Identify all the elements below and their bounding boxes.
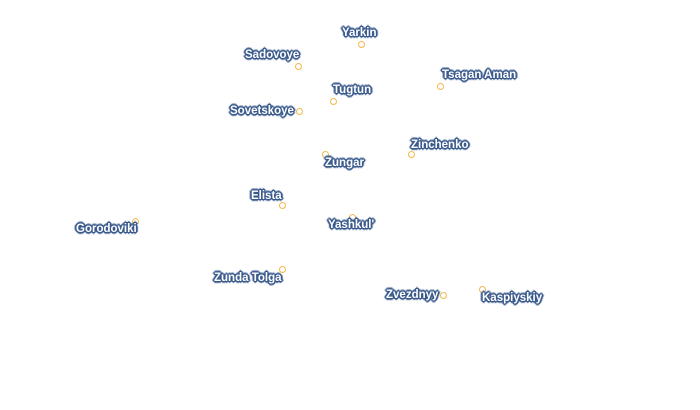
- place-label: Kaspiyskiy: [482, 292, 543, 304]
- settlement-marker-icon: [407, 150, 415, 158]
- place-label: Elista: [251, 190, 282, 202]
- place-label: Sadovoye: [245, 49, 300, 61]
- place-label: Zvezdnyy: [386, 289, 439, 301]
- settlement-marker-icon: [295, 107, 303, 115]
- settlement-marker-icon: [278, 265, 286, 273]
- settlement-marker-icon: [436, 82, 444, 90]
- place-label: Zungar: [325, 157, 364, 169]
- settlement-marker-icon: [278, 201, 286, 209]
- place-label: Sovetskoye: [230, 105, 294, 117]
- place-label: Yashkul': [328, 219, 375, 231]
- settlement-marker-icon: [357, 40, 365, 48]
- settlement-marker-icon: [131, 217, 139, 225]
- place-label: Gorodoviki: [76, 223, 137, 235]
- settlement-marker-icon: [321, 150, 329, 158]
- place-label: Zunda Tolga: [214, 272, 282, 284]
- place-label: Yarkin: [342, 27, 377, 39]
- settlement-marker-icon: [439, 291, 447, 299]
- place-label: Tugtun: [333, 84, 372, 96]
- settlement-marker-icon: [478, 285, 486, 293]
- settlement-marker-icon: [294, 62, 302, 70]
- place-label: Zinchenko: [411, 139, 469, 151]
- place-label: Tsagan Aman: [442, 69, 517, 81]
- settlement-marker-icon: [348, 213, 356, 221]
- settlement-marker-icon: [329, 97, 337, 105]
